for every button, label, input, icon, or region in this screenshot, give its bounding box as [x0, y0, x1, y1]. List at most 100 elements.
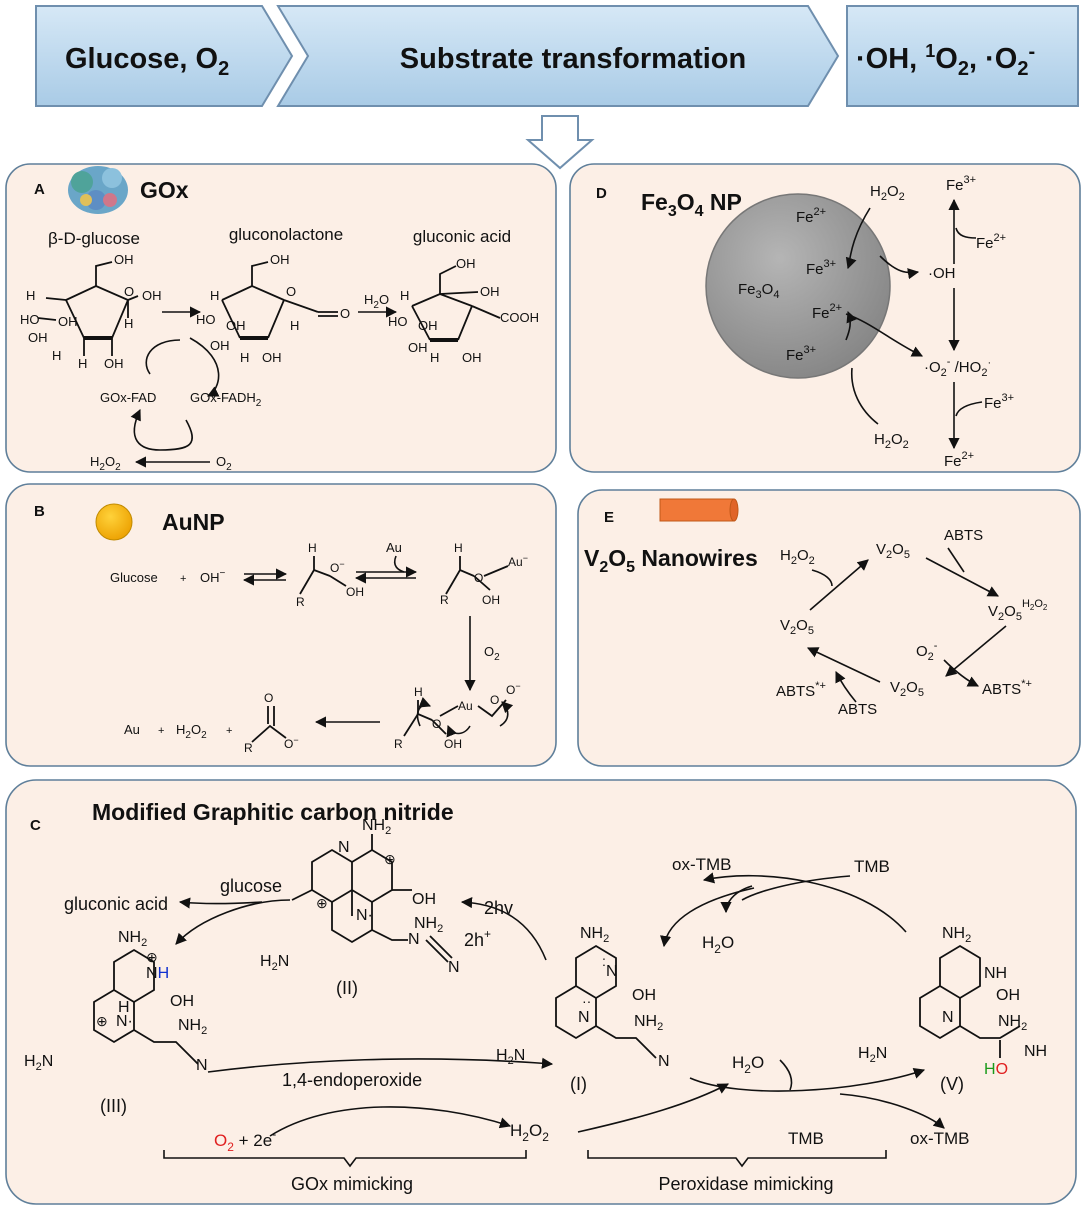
panel-e-title: V2O5 Nanowires: [584, 545, 758, 576]
nanowire-cylinder-icon: [659, 498, 739, 522]
b-h2o2: H2O2: [176, 722, 207, 741]
b-hydroxide: OH−: [200, 568, 226, 585]
svg-text:OH: OH: [480, 284, 500, 299]
enzyme-protein-icon: [68, 166, 128, 214]
svg-text:H: H: [290, 318, 299, 333]
svg-text:H: H: [210, 288, 219, 303]
b-au-reagent: Au: [386, 540, 402, 555]
svg-text:R: R: [394, 737, 403, 751]
c-peroxidase-mimicking: Peroxidase mimicking: [658, 1174, 833, 1194]
c-ox-tmb-top: ox-TMB: [672, 855, 732, 874]
e-abts-bottom: ABTS: [838, 701, 877, 718]
svg-text:O: O: [124, 284, 134, 299]
svg-text:COOH: COOH: [500, 310, 539, 325]
svg-text:H: H: [430, 350, 439, 365]
svg-text:(III): (III): [100, 1096, 127, 1116]
d-oh-radical: ·OH: [928, 265, 956, 282]
svg-text:H: H: [52, 348, 61, 363]
svg-text:N: N: [658, 1053, 670, 1070]
svg-text:OH: OH: [408, 340, 428, 355]
e-abts-top: ABTS: [944, 527, 983, 544]
panel-a-frame: [5, 163, 557, 473]
gold-nanoparticle-icon: [95, 503, 133, 541]
c-h2o-blue: H2O: [732, 1053, 764, 1076]
svg-text:HO: HO: [20, 312, 40, 327]
svg-text:OH: OH: [58, 314, 78, 329]
svg-text:O: O: [432, 717, 441, 731]
svg-text::: :: [602, 953, 606, 969]
b-plus-3: +: [226, 725, 232, 737]
svg-text:O: O: [474, 571, 483, 585]
svg-text:OH: OH: [104, 356, 124, 371]
svg-text:NH: NH: [146, 965, 169, 982]
svg-text:OH: OH: [28, 330, 48, 345]
svg-text:⊕: ⊕: [384, 851, 396, 867]
svg-text:OH: OH: [632, 987, 656, 1004]
svg-text:H2N: H2N: [260, 953, 289, 973]
panel-a-title: GOx: [140, 177, 189, 203]
svg-text:H: H: [240, 350, 249, 365]
e-v2o5-top: V2O5: [876, 541, 910, 561]
svg-text:(V): (V): [940, 1074, 964, 1094]
svg-text:OH: OH: [418, 318, 438, 333]
svg-text:H2N: H2N: [858, 1045, 887, 1065]
svg-text:N: N: [196, 1057, 208, 1074]
glucose-label: β-D-glucose: [48, 229, 140, 248]
down-arrow-icon: [525, 115, 595, 170]
header-banner: Glucose, O2 Substrate transformation ·OH…: [35, 5, 1079, 107]
banner-middle-text: Substrate transformation: [400, 43, 746, 75]
svg-text:N: N: [408, 931, 420, 948]
panel-c: C Modified Graphitic carbon nitride NH2 …: [5, 779, 1077, 1205]
svg-text:Au: Au: [458, 699, 473, 713]
svg-text:OH: OH: [346, 585, 364, 599]
svg-text:OH: OH: [996, 987, 1020, 1004]
panel-c-title: Modified Graphitic carbon nitride: [92, 799, 454, 825]
d-h2o2-bottom: H2O2: [874, 431, 909, 451]
gluconolactone-structure: OH O O H HO OH OH H OH H: [196, 252, 350, 365]
svg-text:OH: OH: [444, 737, 462, 751]
b-au-product: Au: [124, 722, 140, 737]
svg-text:NH2: NH2: [362, 817, 391, 837]
svg-text:··: ··: [582, 993, 591, 1009]
d-h2o2-top: H2O2: [870, 183, 905, 203]
svg-text:⊕: ⊕: [96, 1013, 108, 1029]
svg-text:NH2: NH2: [178, 1017, 207, 1037]
water-label: H2O: [364, 292, 389, 311]
svg-text:O: O: [264, 691, 273, 705]
svg-text:OH: OH: [210, 338, 230, 353]
panel-e-letter: E: [604, 509, 614, 526]
svg-text:⊕: ⊕: [146, 949, 158, 965]
svg-text:HO: HO: [388, 314, 408, 329]
svg-text:NH2: NH2: [942, 925, 971, 945]
svg-text:OH: OH: [142, 288, 162, 303]
svg-text:NH2: NH2: [580, 925, 609, 945]
panel-c-frame: [5, 779, 1077, 1205]
c-tmb-top: TMB: [854, 857, 890, 876]
svg-text:H: H: [124, 316, 133, 331]
glucose-structure: OH O H HO OH OH H H OH OH H: [20, 252, 162, 371]
c-h2o2-blue: H2O2: [510, 1121, 549, 1144]
svg-text:N·: N·: [356, 907, 373, 924]
svg-text:N·: N·: [116, 1013, 133, 1030]
svg-text:H: H: [26, 288, 35, 303]
e-abts-radical-right: ABTS*+: [982, 678, 1032, 698]
svg-text:N: N: [942, 1009, 954, 1026]
svg-text:R: R: [244, 741, 253, 755]
c-endoperoxide: 1,4-endoperoxide: [282, 1070, 422, 1090]
svg-text:H: H: [78, 356, 87, 371]
svg-text:OH: OH: [412, 891, 436, 908]
panel-c-letter: C: [30, 817, 41, 834]
svg-text:NH2: NH2: [118, 929, 147, 949]
e-v2o5-bottom: V2O5: [890, 679, 924, 699]
panel-a-letter: A: [34, 181, 45, 198]
svg-text:OH: OH: [456, 256, 476, 271]
c-o2-electrons: O2 + 2e-: [214, 1127, 276, 1154]
banner-arrow-left: [35, 5, 294, 107]
b-plus-1: +: [180, 573, 186, 585]
svg-text:N: N: [578, 1009, 590, 1026]
fe3o4-core-label: Fe3O4: [738, 281, 779, 301]
panel-b-frame: [5, 483, 557, 767]
e-abts-radical-left: ABTS*+: [776, 680, 826, 700]
svg-text:N: N: [606, 963, 618, 980]
